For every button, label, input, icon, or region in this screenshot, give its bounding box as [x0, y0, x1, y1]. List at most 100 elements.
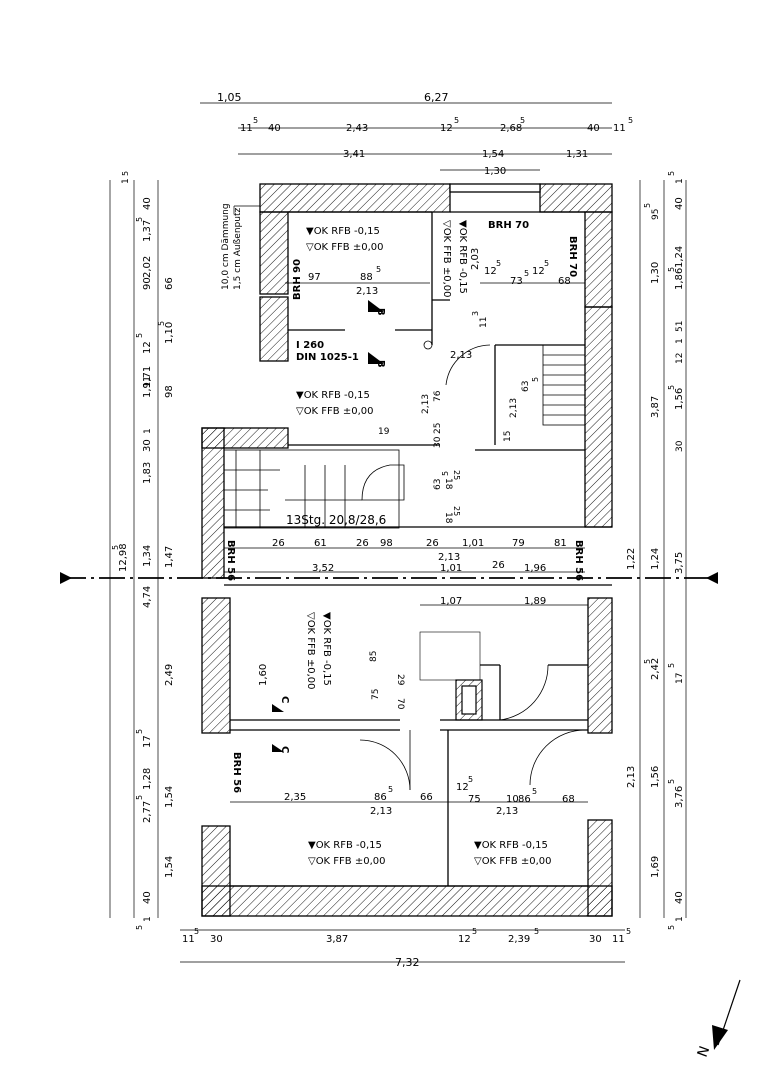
dim-left-s-5: 1: [143, 428, 153, 434]
room-br-d4: 86: [518, 794, 531, 805]
dim-top-r3-1: 1,54: [482, 149, 504, 160]
room-m-level2: ▽OK FFB ±0,00: [305, 612, 316, 690]
dim-left-c3-11: 1,54: [164, 856, 175, 878]
hall-d-4: 26: [426, 538, 439, 549]
room-tr-d1: 2,03: [470, 248, 481, 270]
dim-top-r2-4: 12: [440, 123, 453, 134]
room-bl-level1: ▼OK RFB -0,15: [308, 840, 382, 851]
walls: [201, 183, 613, 917]
dim-bot-8: 30: [589, 934, 602, 945]
dim-right-s-8: 12: [675, 353, 685, 364]
dim-left-c3-9: 1,60: [258, 664, 269, 686]
wall-right-bottom: [587, 819, 613, 917]
dim-right-s-4: 5: [643, 203, 652, 208]
dim-left-s-7: 17: [142, 735, 153, 748]
dim-top-r2-5: 5: [454, 116, 459, 125]
dim-right-s-1: 5: [667, 171, 676, 176]
room-c-d11: 63: [433, 479, 443, 490]
wall-left-stair-top: [201, 427, 289, 449]
room-c-d8: 25: [433, 423, 443, 434]
room-br-d3: 10: [506, 794, 519, 805]
dim-right-s-12: 40: [674, 891, 685, 904]
stairs-label: 13Stg. 20,8/28,6: [286, 513, 386, 527]
room-tl-brh: BRH 90: [292, 259, 303, 300]
room-m-d2: 1,89: [524, 596, 546, 607]
dim-right-c1-6: 5: [667, 779, 676, 784]
dim-left-s-3: 12: [142, 341, 153, 354]
room-c-d10-sup: 25: [452, 470, 461, 480]
dim-left-c2-2: 1,83: [142, 462, 153, 484]
room-c-d5-sup: 5: [531, 377, 540, 382]
room-m-d1: 1,07: [440, 596, 462, 607]
insulation-note-2: 1,5 cm Außenputz: [233, 208, 243, 290]
room-m-d6: 75: [371, 689, 381, 700]
room-c-d6: 2,13: [509, 398, 519, 418]
dim-left-s-9: 40: [142, 891, 153, 904]
hall-d-2: 26: [356, 538, 369, 549]
wall-top-mid: [449, 183, 541, 193]
dim-top-r3-0: 3,41: [343, 149, 365, 160]
dim-top-r2-9: 11: [613, 123, 626, 134]
dim-bot-4: 12: [458, 934, 471, 945]
room-tl-d2-sup: 5: [376, 265, 381, 274]
wall-bottom: [201, 885, 613, 917]
dim-bot-2: 30: [210, 934, 223, 945]
dim-bot-1: 5: [194, 927, 199, 936]
dim-right-c2-0: 1,30: [650, 262, 661, 284]
room-br-d5: 68: [562, 794, 575, 805]
hall-brh-left: BRH 56: [225, 540, 236, 581]
dim-bot-3: 3,87: [326, 934, 348, 945]
dim-left-outer-sup: 5: [111, 545, 120, 550]
dim-right-s-13: 1: [675, 916, 685, 922]
section-b-label-top: B: [375, 308, 386, 316]
dim-right-s-0: 1: [675, 178, 685, 184]
room-bl-level2: ▽OK FFB ±0,00: [308, 856, 386, 867]
hall-d-1: 61: [314, 538, 327, 549]
dim-right-s-2: 40: [674, 197, 685, 210]
dim-top-r2-1: 5: [253, 116, 258, 125]
dim-right-s-16: 5: [667, 663, 676, 668]
dim-right-c1-5: 3,76: [674, 786, 685, 808]
hall-d-5: 1,01: [462, 538, 484, 549]
room-tr-d4-sup: 5: [544, 259, 549, 268]
room-c-d7: 15: [503, 431, 513, 442]
dim-right-c1-2: 1,56: [674, 388, 685, 410]
dim-left-c2-0: 2,02: [142, 256, 153, 278]
dim-left-s-1: 5: [121, 171, 130, 176]
section-b-label-bottom: B: [375, 360, 386, 368]
dim-left-c3-4: 1,10: [164, 322, 175, 344]
room-tr-brh2: BRH 70: [567, 236, 578, 277]
room-tr-level1: ▼OK RFB -0,15: [457, 220, 468, 294]
room-tr-d4: 12: [532, 266, 545, 277]
dim-right-c2-4: 5: [643, 659, 652, 664]
dim-left-c3-2: 66: [164, 277, 175, 290]
room-m-d5: 70: [395, 698, 405, 710]
room-c-level2: ▽OK FFB ±0,00: [296, 406, 374, 417]
dim-right-s-15: 17: [675, 673, 685, 684]
wall-right-upper: [584, 211, 613, 308]
dim-right-c1-0: 1,86: [674, 268, 685, 290]
room-tr-level2: ▽OK FFB ±0,00: [441, 220, 452, 298]
insulation-note-1: 10,0 cm Dämmung: [221, 203, 231, 290]
dim-left-c3-3: 90: [142, 277, 153, 290]
dim-left-c3-8: 1,47: [164, 546, 175, 568]
dim-left-c2-8: 1,54: [164, 786, 175, 808]
dim-top-r2-3: 2,43: [346, 123, 368, 134]
dim-left-s-8: 5: [135, 729, 144, 734]
room-bl-d1: 2,35: [284, 792, 306, 803]
room-c-d12: 18: [443, 512, 453, 524]
room-m-level1: ▼OK RFB -0,15: [321, 612, 332, 686]
room-tr-d3: 73: [510, 276, 523, 287]
dim-right-s-11: 1,56: [650, 766, 661, 788]
dim-left-c3-0: 1,37: [142, 220, 153, 242]
room-c-d10: 18: [443, 478, 453, 490]
wall-right-lower: [587, 597, 613, 734]
room-c-d4: 2,13: [450, 350, 472, 361]
room-tr-d2-sup: 5: [496, 259, 501, 268]
dim-top-r2-10: 5: [628, 116, 633, 125]
dim-bot-6: 2,39: [508, 934, 530, 945]
room-tr-d3-sup: 5: [524, 269, 529, 278]
dimension-lines: [109, 102, 687, 963]
room-c-d3: 19: [378, 427, 390, 437]
room-c-beam2: DIN 1025-1: [296, 352, 359, 363]
